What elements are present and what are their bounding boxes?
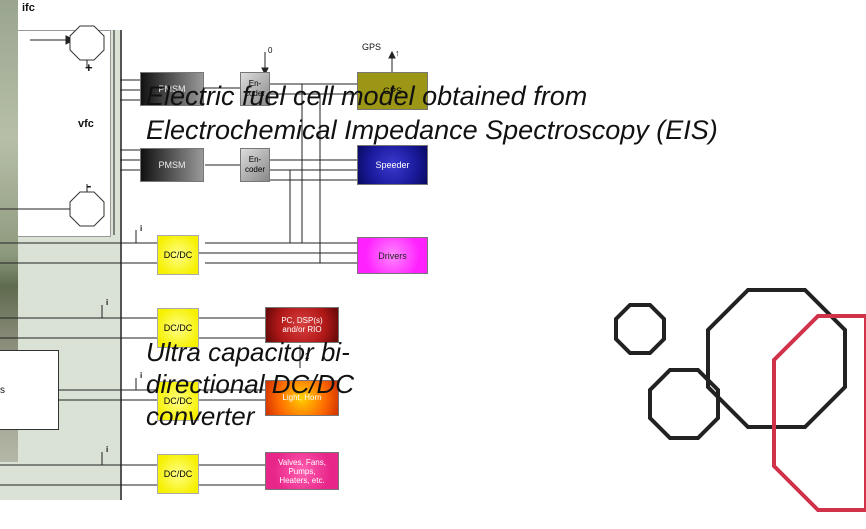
ultracap-caption-line-2: directional DC/DC: [146, 369, 354, 400]
speeder-block: Speeder: [357, 145, 428, 185]
current-label-1: i: [140, 224, 142, 233]
ultracap-caption-line-3: converter: [146, 401, 254, 432]
gps-output-arrow: ↑: [395, 48, 400, 58]
current-label-3: i: [140, 371, 142, 380]
fuel-cell-caption-line-2: Electrochemical Impedance Spectroscopy (…: [146, 114, 718, 147]
fuel-cell-caption-line-1: Electric fuel cell model obtained from: [146, 80, 587, 113]
pmsm-block-2: PMSM: [140, 148, 204, 182]
current-label-4: i: [106, 445, 108, 454]
drivers-block: Drivers: [357, 237, 428, 274]
current-label-2: i: [106, 298, 108, 307]
zero-label: 0: [268, 46, 272, 55]
gps-output-label: GPS: [362, 42, 381, 52]
dcdc-block-4: DC/DC: [157, 454, 199, 494]
encoder-block-2: En- coder: [240, 148, 270, 182]
valves-fans-block: Valves, Fans, Pumps, Heaters, etc.: [265, 452, 339, 490]
ultracap-caption-line-1: Ultra capacitor bi-: [146, 337, 350, 368]
dcdc-block-1: DC/DC: [157, 235, 199, 275]
